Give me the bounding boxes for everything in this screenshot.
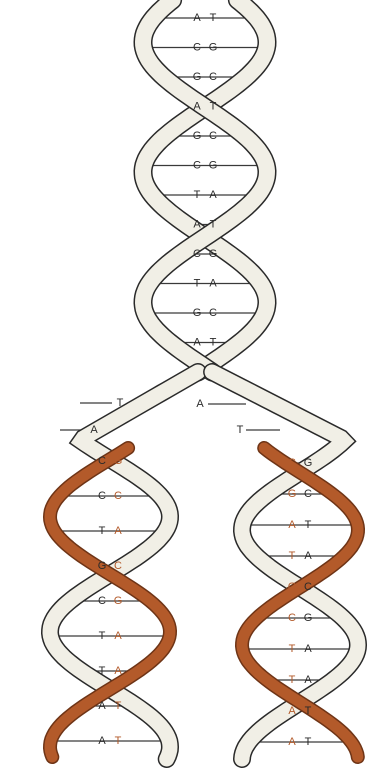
right-pair-base-right: T [305,519,312,531]
parent-pair-base-left: G [193,307,202,319]
left-pair-base-right: T [115,700,122,712]
parent-strand-2-body [143,0,267,372]
parent-pair-base-right: A [209,189,217,201]
parent-pair-base-right: T [210,100,217,112]
fork-base: T [237,424,244,436]
parent-strand-2 [143,0,267,372]
helix-strands [50,0,358,759]
parent-strand-1-edge [143,0,267,372]
parent-pair-base-left: A [193,218,201,230]
parent-pair-base-left: G [193,71,202,83]
parent-pair-base-left: A [193,12,201,24]
right-pair-base-left: C [288,457,296,469]
right-pair-base-left: A [288,705,296,717]
left-pair-base-left: T [99,525,106,537]
right-pair-base-left: C [288,612,296,624]
parent-pair-base-left: T [194,277,201,289]
right-pair-base-right: G [304,457,313,469]
left-pair-base-right: A [114,630,122,642]
parent-pair-base-left: G [193,130,202,142]
right-pair-base-right: A [304,674,312,686]
left-pair-base-right: G [114,455,123,467]
right-pair-base-right: C [304,581,312,593]
left-pair-base-left: G [98,560,107,572]
fork-base: A [196,398,204,410]
right-pair-base-left: T [289,643,296,655]
parent-pair-base-right: T [210,336,217,348]
left-pair-base-left: T [99,630,106,642]
right-pair-base-right: A [304,550,312,562]
parent-pair-base-right: C [209,307,217,319]
parent-pair-base-left: C [193,159,201,171]
parent-pair-base-left: A [193,100,201,112]
right-pair-base-right: T [305,705,312,717]
right-pair-base-right: C [304,488,312,500]
left-pair-base-left: C [98,490,106,502]
right-pair-base-left: T [289,674,296,686]
parent-pair-base-right: C [209,71,217,83]
left-pair-base-left: A [98,735,106,747]
left-pair-base-left: T [99,665,106,677]
parent-pair-base-left: C [193,248,201,260]
right-pair-base-left: G [288,488,297,500]
right-pair-base-right: G [304,612,313,624]
parent-pair-base-left: T [194,189,201,201]
parent-pair-base-right: G [209,159,218,171]
parent-strand-2-edge [143,0,267,372]
left-pair-base-right: T [115,735,122,747]
parent-pair-base-right: T [210,12,217,24]
right-pair-base-left: G [288,581,297,593]
parent-pair-base-left: A [193,336,201,348]
right-pair-base-right: A [304,643,312,655]
left-pair-base-left: A [98,700,106,712]
right-pair-base-left: T [289,550,296,562]
left-pair-base-right: A [114,525,122,537]
right-pair-base-left: A [288,519,296,531]
parent-pair-base-right: T [210,218,217,230]
fork-base: T [117,397,124,409]
right-pair-base-right: T [305,736,312,748]
left-pair-base-right: G [114,595,123,607]
parent-pair-base-right: C [209,130,217,142]
left-pair-base-right: A [114,665,122,677]
parent-strand-1-body [143,0,267,372]
parent-pair-base-right: A [209,277,217,289]
left-pair-base-right: C [114,490,122,502]
parent-pair-base-right: G [209,41,218,53]
left-pair-base-left: C [98,595,106,607]
left-pair-base-right: C [114,560,122,572]
parent-pair-base-right: G [209,248,218,260]
parent-strand-1 [143,0,267,372]
parent-pair-base-left: C [193,41,201,53]
fork-base: A [90,424,98,436]
right-pair-base-left: A [288,736,296,748]
left-pair-base-left: C [98,455,106,467]
